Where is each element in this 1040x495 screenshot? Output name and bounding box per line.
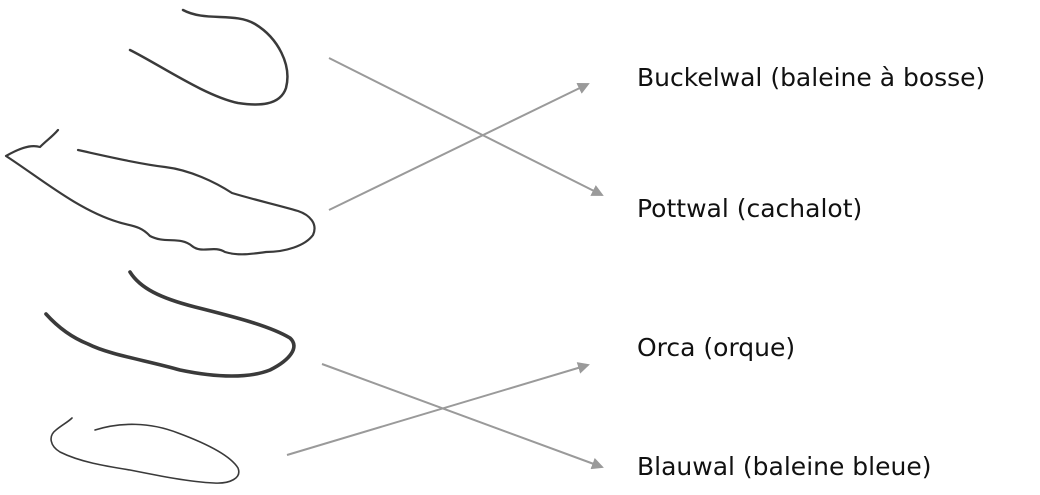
whale-outline-4 <box>50 417 240 484</box>
arrow-outline-1-to-pottwal <box>328 57 604 196</box>
arrow-outline-2-to-buckelwal <box>328 82 590 211</box>
label-buckelwal: Buckelwal (baleine à bosse) <box>637 63 986 92</box>
label-orca: Orca (orque) <box>637 333 796 362</box>
arrow-outline-4-to-orca <box>286 362 590 456</box>
whale-outline-1 <box>128 8 289 106</box>
label-pottwal: Pottwal (cachalot) <box>637 194 863 223</box>
whale-outline-3 <box>44 270 296 378</box>
arrow-outline-3-to-blauwal <box>321 363 604 470</box>
label-blauwal: Blauwal (baleine bleue) <box>637 452 932 481</box>
whale-outline-2 <box>4 128 316 256</box>
